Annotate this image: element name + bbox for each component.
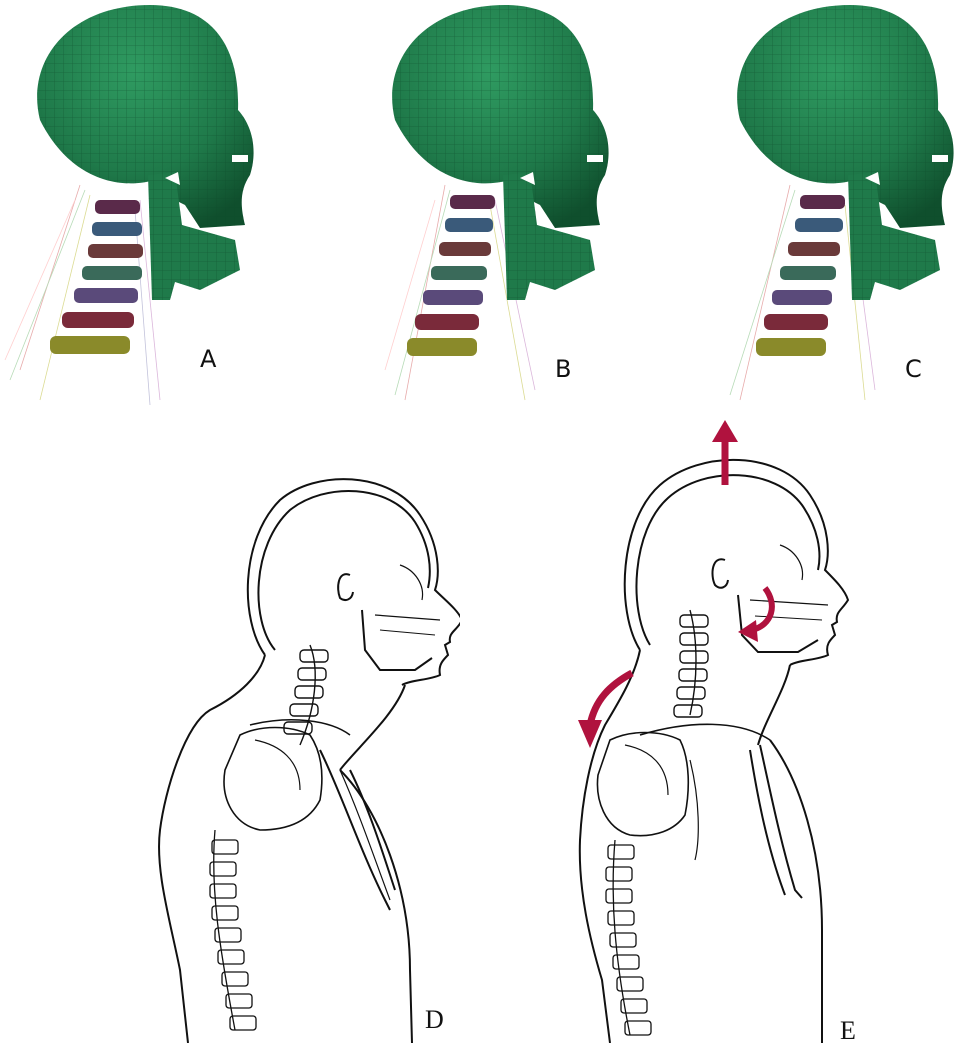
fe-neck-model-a: [0, 0, 300, 410]
fe-neck-model-b: [355, 0, 655, 410]
neck-front: [340, 685, 405, 770]
panel-e: E: [560, 420, 880, 1043]
thoracic-spine: [606, 840, 651, 1035]
panel-b: B: [355, 0, 655, 410]
thoracic-spine: [210, 830, 256, 1030]
posture-drawing-e: [560, 420, 880, 1043]
panel-label-c: C: [905, 357, 922, 381]
panel-a: A: [0, 0, 300, 410]
curved-arrow-shoulder: [578, 673, 632, 748]
panel-label-d: D: [425, 1007, 444, 1033]
posture-drawing-d: [140, 470, 460, 1043]
scapula: [597, 733, 688, 836]
panel-label-e: E: [840, 1018, 856, 1044]
neck-front: [758, 665, 790, 745]
cervical-spine: [284, 645, 328, 745]
back-outline: [580, 650, 640, 1043]
chest-front: [340, 770, 412, 1043]
clavicle: [640, 724, 770, 740]
panel-label-a: A: [200, 347, 216, 371]
ear: [712, 559, 728, 588]
ear: [338, 574, 353, 600]
cervical-vertebrae: [50, 200, 143, 354]
curved-arrow-jaw: [738, 588, 772, 642]
arm: [760, 745, 802, 898]
cervical-spine: [674, 610, 708, 717]
head-outline: [625, 460, 848, 665]
panel-d: D: [140, 470, 460, 1043]
panel-label-b: B: [555, 357, 571, 381]
scapula: [224, 728, 322, 831]
cervical-vertebrae: [407, 195, 495, 356]
fe-neck-model-c: [700, 0, 963, 410]
panel-c: C: [700, 0, 963, 410]
